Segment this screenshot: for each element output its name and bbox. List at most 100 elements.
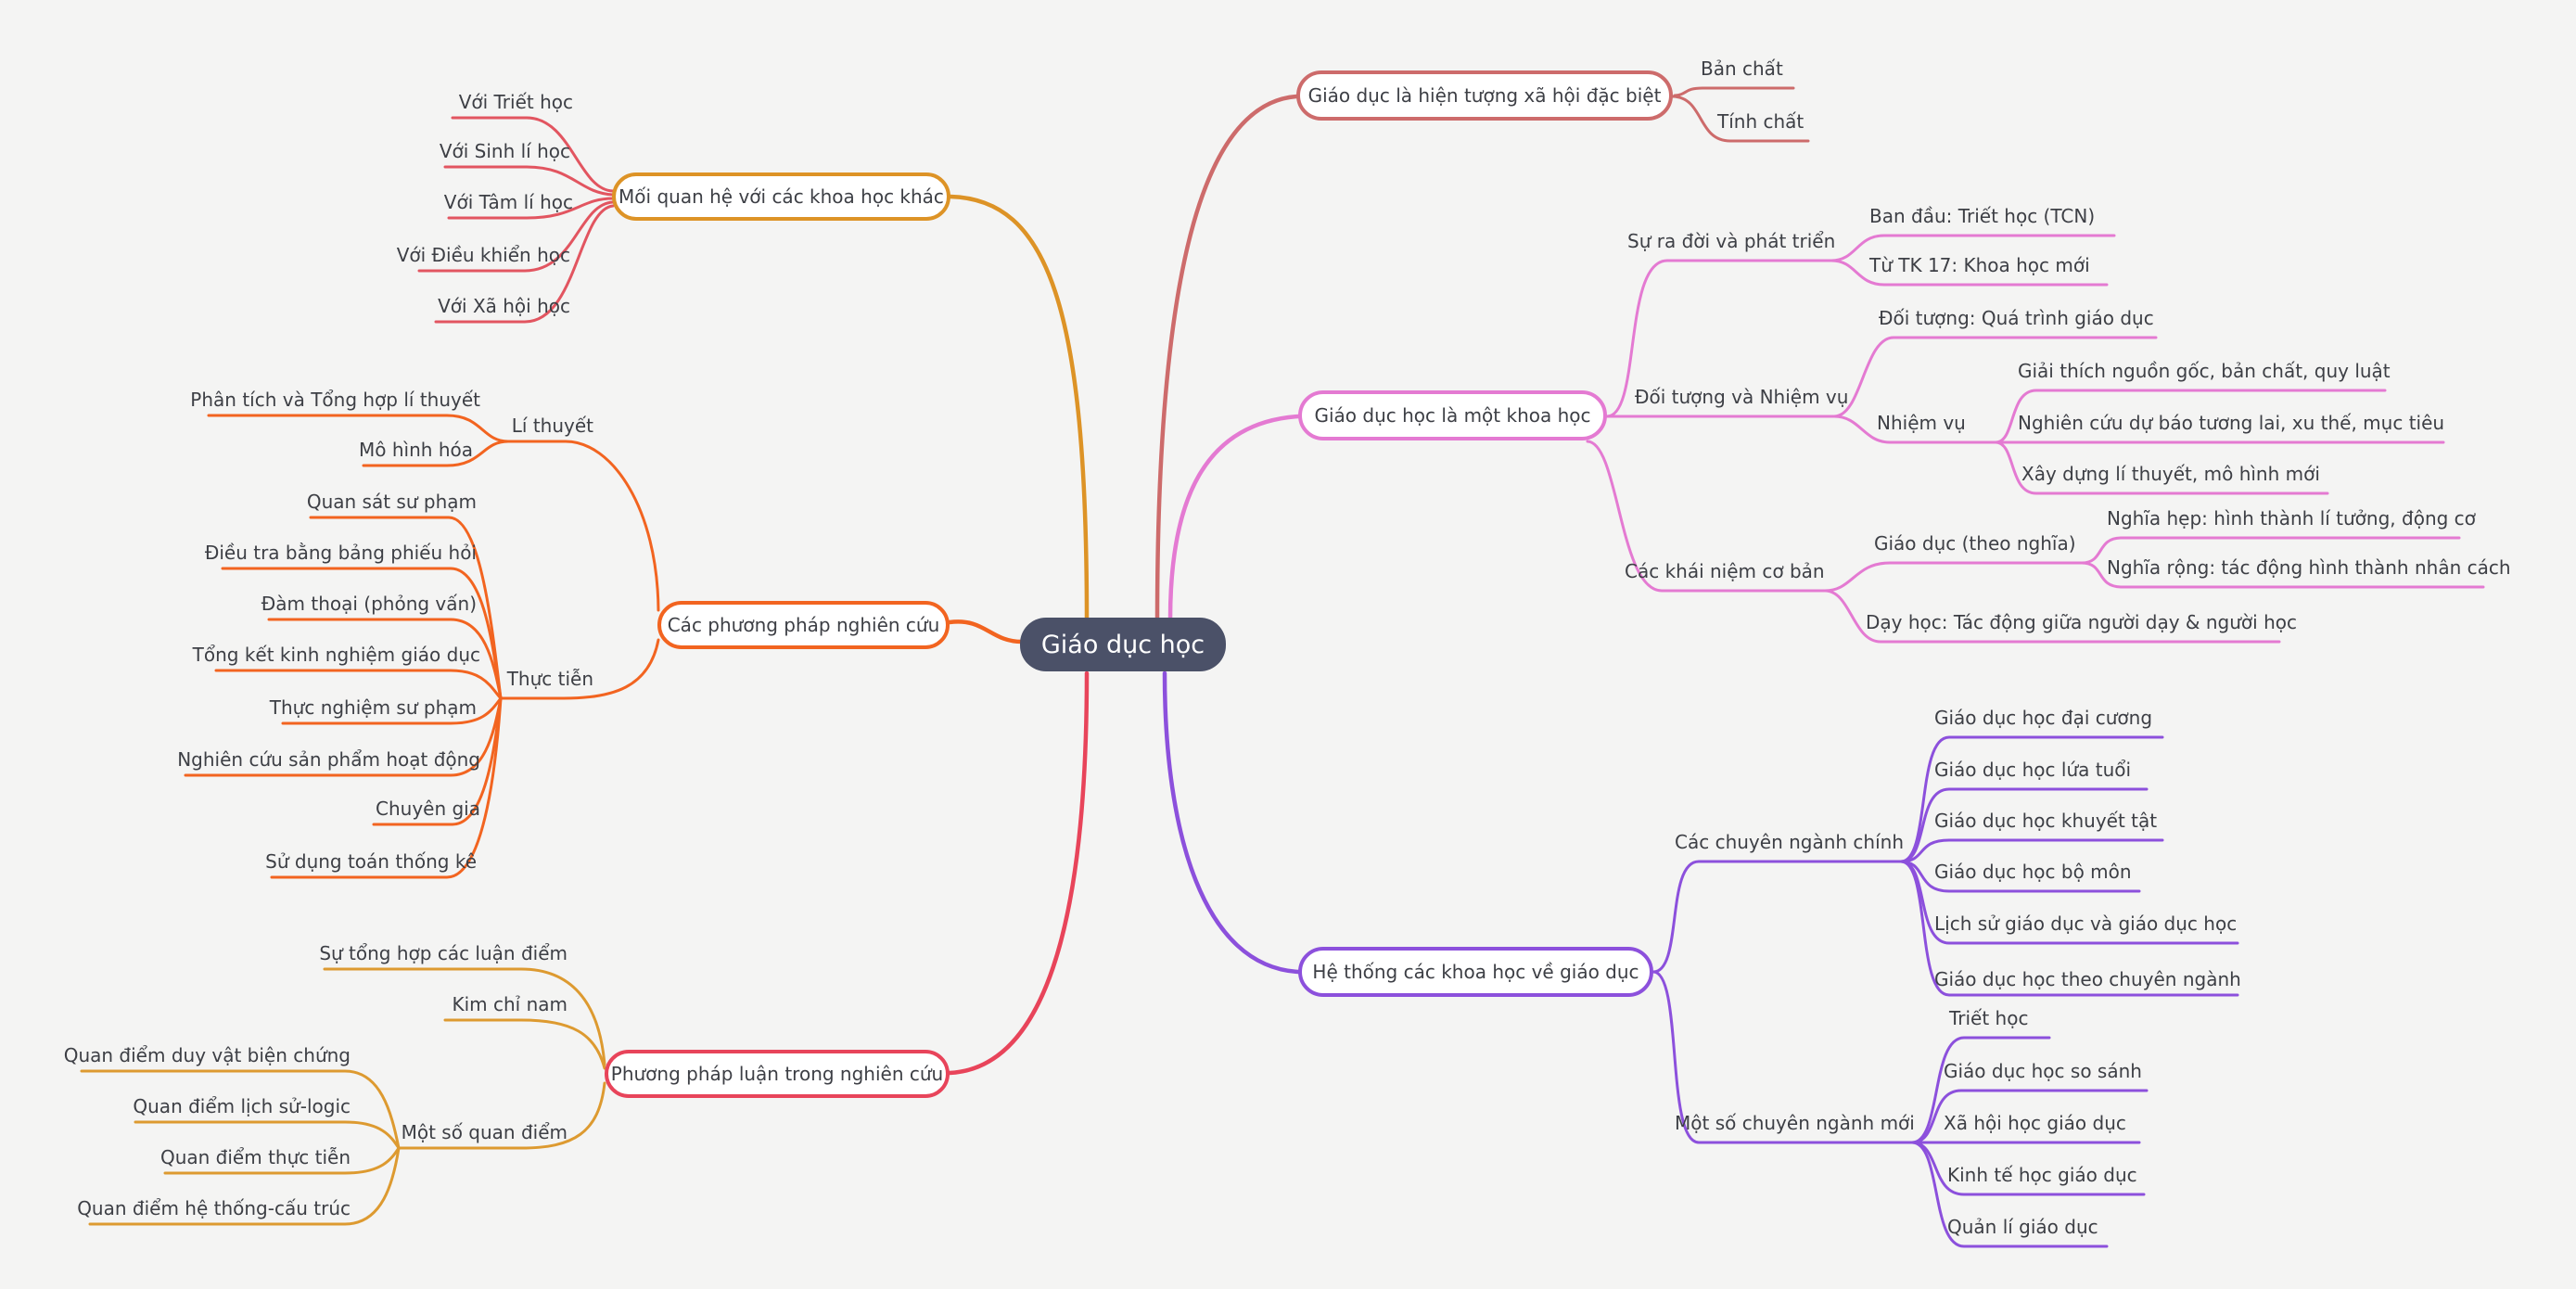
connector-thuc-tien bbox=[499, 638, 660, 700]
branch-moi-quan-he-wires bbox=[417, 116, 615, 324]
node-phuong-phap-luan[interactable]: Phương pháp luận trong nghiên cứu bbox=[605, 1050, 950, 1098]
leaf-dai-cuong[interactable]: Giáo dục học đại cương bbox=[1934, 707, 2153, 729]
connector-mo-hinh-hoa bbox=[362, 440, 510, 467]
branch-hien-tuong-wires bbox=[1671, 86, 1810, 143]
leaf-mo-hinh-hoa[interactable]: Mô hình hóa bbox=[359, 439, 473, 461]
topic-thuc-tien[interactable]: Thực tiễn bbox=[506, 668, 593, 690]
leaf-dieu-tra[interactable]: Điều tra bằng bảng phiếu hỏi bbox=[204, 542, 477, 564]
branch-he-thong-wires bbox=[1651, 735, 2239, 1248]
leaf-ban-chat[interactable]: Bản chất bbox=[1701, 57, 1783, 80]
node-khoa-hoc[interactable]: Giáo dục học là một khoa học bbox=[1298, 390, 1607, 440]
leaf-lua-tuoi[interactable]: Giáo dục học lứa tuổi bbox=[1934, 759, 2132, 781]
topic-nhiem-vu[interactable]: Nhiệm vụ bbox=[1877, 412, 1966, 434]
connector-chuyen-nganh-chinh bbox=[1651, 860, 1903, 974]
connector-ban-dau bbox=[1830, 234, 2116, 262]
connector-li-thuyet bbox=[506, 440, 660, 612]
connector-voi-dieu-khien-hoc bbox=[417, 200, 615, 273]
leaf-quan-li-gd[interactable]: Quản lí giáo dục bbox=[1947, 1216, 2098, 1238]
connector-tk17 bbox=[1830, 259, 2109, 287]
connector-dam-thoai bbox=[267, 618, 503, 700]
connector-giai-thich bbox=[1994, 389, 2387, 444]
leaf-toan-thong-ke[interactable]: Sử dụng toán thống kê bbox=[265, 850, 477, 873]
leaf-theo-chuyen-nganh[interactable]: Giáo dục học theo chuyên ngành bbox=[1934, 968, 2241, 990]
connector-su-ra-doi bbox=[1605, 259, 1833, 418]
topic-chuyen-nganh-moi[interactable]: Một số chuyên ngành mới bbox=[1675, 1112, 1915, 1134]
node-hien-tuong[interactable]: Giáo dục là hiện tượng xã hội đặc biệt bbox=[1296, 70, 1673, 121]
node-phuong-phap[interactable]: Các phương pháp nghiên cứu bbox=[657, 601, 950, 649]
connector-tong-ket bbox=[214, 669, 503, 700]
leaf-nghien-cuu-san-pham[interactable]: Nghiên cứu sản phẩm hoạt động bbox=[177, 748, 480, 771]
connector-chuyen-nganh-moi bbox=[1651, 970, 1914, 1144]
leaf-voi-tam-li-hoc[interactable]: Với Tâm lí học bbox=[443, 191, 573, 213]
connector-khuyet-tat bbox=[1899, 838, 2164, 863]
leaf-kim-chi-nam[interactable]: Kim chỉ nam bbox=[452, 993, 567, 1015]
leaf-he-thong-cau-truc[interactable]: Quan điểm hệ thống-cấu trúc bbox=[77, 1197, 351, 1219]
leaf-dam-thoai[interactable]: Đàm thoại (phỏng vấn) bbox=[261, 593, 477, 615]
connector-xay-dung bbox=[1994, 440, 2329, 495]
connector-mot-so-quan-diem bbox=[397, 1081, 606, 1150]
topic-doi-tuong-nhiem-vu[interactable]: Đối tượng và Nhiệm vụ bbox=[1635, 386, 1849, 408]
leaf-tong-ket[interactable]: Tổng kết kinh nghiệm giáo dục bbox=[192, 644, 480, 666]
connector-thuc-nghiem bbox=[281, 696, 503, 725]
connector-giao-duc-theo-nghia bbox=[1823, 561, 2084, 593]
leaf-day-hoc[interactable]: Dạy học: Tác động giữa người dạy & người… bbox=[1866, 611, 2297, 633]
leaf-triet-hoc-moi[interactable]: Triết học bbox=[1949, 1007, 2029, 1029]
connector-triet-hoc-moi bbox=[1910, 1036, 2051, 1144]
leaf-giai-thich[interactable]: Giải thích nguồn gốc, bản chất, quy luật bbox=[2018, 360, 2391, 382]
leaf-bo-mon[interactable]: Giáo dục học bộ môn bbox=[1934, 861, 2132, 883]
topic-su-ra-doi[interactable]: Sự ra đời và phát triển bbox=[1627, 230, 1836, 252]
leaf-chuyen-gia[interactable]: Chuyên gia bbox=[376, 798, 480, 820]
leaf-voi-dieu-khien-hoc[interactable]: Với Điều khiển học bbox=[396, 244, 570, 266]
leaf-duy-vat[interactable]: Quan điểm duy vật biện chứng bbox=[63, 1044, 351, 1066]
leaf-voi-xa-hoi-hoc[interactable]: Với Xã hội học bbox=[438, 295, 570, 317]
leaf-quan-diem-thuc-tien[interactable]: Quan điểm thực tiễn bbox=[159, 1146, 351, 1168]
connector-lua-tuoi bbox=[1899, 787, 2149, 863]
connector-nghia-rong bbox=[2080, 561, 2485, 589]
leaf-doi-tuong[interactable]: Đối tượng: Quá trình giáo dục bbox=[1879, 307, 2154, 329]
leaf-nghia-rong[interactable]: Nghĩa rộng: tác động hình thành nhân các… bbox=[2107, 556, 2511, 579]
leaf-voi-triet-hoc[interactable]: Với Triết học bbox=[458, 91, 573, 113]
leaf-xa-hoi-hoc-gd[interactable]: Xã hội học giáo dục bbox=[1944, 1112, 2126, 1134]
connector-quan-diem-thuc-tien bbox=[163, 1146, 401, 1175]
connector-tinh-chat bbox=[1671, 95, 1810, 143]
leaf-voi-sinh-li-hoc[interactable]: Với Sinh lí học bbox=[439, 140, 570, 162]
leaf-ban-dau[interactable]: Ban đầu: Triết học (TCN) bbox=[1869, 205, 2096, 227]
trunk-he-thong bbox=[1162, 670, 1301, 975]
connector-voi-xa-hoi-hoc bbox=[434, 204, 615, 324]
trunk-moi-quan-he bbox=[948, 194, 1090, 622]
node-moi-quan-he[interactable]: Mối quan hệ với các khoa học khác bbox=[612, 172, 950, 221]
leaf-lich-su-gd[interactable]: Lịch sử giáo dục và giáo dục học bbox=[1934, 913, 2238, 935]
node-he-thong[interactable]: Hệ thống các khoa học về giáo dục bbox=[1298, 947, 1653, 997]
leaf-phan-tich[interactable]: Phân tích và Tổng hợp lí thuyết bbox=[190, 389, 480, 411]
leaf-so-sanh[interactable]: Giáo dục học so sánh bbox=[1944, 1060, 2142, 1082]
leaf-nghia-hep[interactable]: Nghĩa hẹp: hình thành lí tưởng, động cơ bbox=[2107, 507, 2476, 530]
leaf-lich-su-logic[interactable]: Quan điểm lịch sử-logic bbox=[133, 1095, 351, 1117]
leaf-du-bao[interactable]: Nghiên cứu dự báo tương lai, xu thế, mục… bbox=[2018, 412, 2445, 434]
trunk-khoa-hoc bbox=[1167, 414, 1301, 622]
connector-voi-triet-hoc bbox=[451, 116, 615, 193]
connector-doi-tuong bbox=[1832, 336, 2158, 418]
connector-lich-su-logic bbox=[134, 1120, 401, 1150]
connector-nghia-hep bbox=[2080, 536, 2461, 565]
trunk-phuong-phap bbox=[947, 619, 1025, 644]
leaf-quan-sat[interactable]: Quan sát sư phạm bbox=[306, 491, 477, 513]
branch-khoa-hoc-wires bbox=[1586, 234, 2485, 644]
leaf-xay-dung[interactable]: Xây dựng lí thuyết, mô hình mới bbox=[2021, 463, 2320, 485]
topic-mot-so-quan-diem[interactable]: Một số quan điểm bbox=[401, 1121, 567, 1143]
branch-phuong-phap-luan-wires bbox=[80, 967, 606, 1226]
leaf-su-tong-hop[interactable]: Sự tổng hợp các luận điểm bbox=[319, 942, 567, 964]
connector-he-thong-cau-truc bbox=[88, 1146, 401, 1226]
connector-duy-vat bbox=[80, 1069, 401, 1150]
leaf-thuc-nghiem[interactable]: Thực nghiệm sư phạm bbox=[269, 696, 477, 719]
root-node[interactable]: Giáo dục học bbox=[1020, 618, 1226, 671]
leaf-khuyet-tat[interactable]: Giáo dục học khuyết tật bbox=[1934, 810, 2158, 832]
topic-li-thuyet[interactable]: Lí thuyết bbox=[511, 415, 593, 437]
topic-giao-duc-theo-nghia[interactable]: Giáo dục (theo nghĩa) bbox=[1874, 532, 2076, 555]
topic-khai-niem[interactable]: Các khái niệm cơ bản bbox=[1625, 560, 1825, 582]
branch-phuong-phap-wires bbox=[184, 414, 660, 879]
leaf-kinh-te-hoc-gd[interactable]: Kinh tế học giáo dục bbox=[1947, 1164, 2137, 1186]
leaf-tinh-chat[interactable]: Tính chất bbox=[1717, 110, 1804, 133]
topic-chuyen-nganh-chinh[interactable]: Các chuyên ngành chính bbox=[1675, 831, 1905, 853]
leaf-tk17[interactable]: Từ TK 17: Khoa học mới bbox=[1869, 254, 2090, 276]
